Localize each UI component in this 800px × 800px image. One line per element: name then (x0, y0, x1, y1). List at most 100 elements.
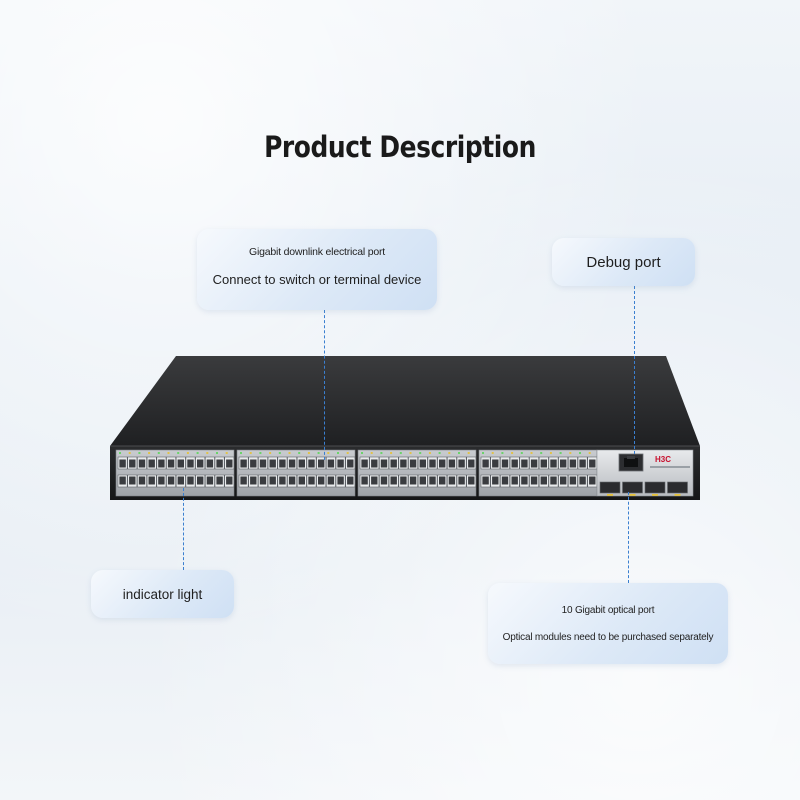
indicator-led (259, 452, 262, 454)
indicator-led (540, 452, 543, 454)
sfp-led (652, 494, 658, 496)
indicator-led (380, 452, 383, 454)
rj45-port-opening (501, 476, 509, 485)
indicator-led (278, 452, 281, 454)
rj45-port-opening (187, 476, 194, 485)
sfp-slot (599, 481, 621, 494)
indicator-led (467, 452, 470, 454)
rj45-port-opening (158, 476, 165, 485)
rj45-port-opening (298, 459, 305, 468)
indicator-led (269, 452, 272, 454)
rj45-port-opening (167, 459, 175, 468)
rj45-port-opening (259, 459, 267, 468)
rj45-port-opening (206, 459, 214, 468)
rj45-port-opening (318, 476, 325, 485)
rj45-port-opening (429, 476, 436, 485)
rj45-port-opening (390, 459, 397, 468)
rj45-port-opening (148, 459, 155, 468)
indicator-led (530, 452, 533, 454)
sfp-slots (599, 481, 688, 496)
indicator-led (579, 452, 581, 454)
rj45-port-opening (448, 459, 456, 468)
rj45-port-opening (419, 459, 426, 468)
indicator-led (128, 452, 131, 454)
sfp-slot (622, 481, 643, 494)
leader-line-debug (634, 286, 635, 454)
indicator-led (216, 452, 218, 454)
rj45-port-opening (560, 459, 567, 468)
indicator-led (399, 452, 402, 454)
rj45-port-opening (226, 476, 233, 485)
indicator-led (167, 452, 170, 454)
rj45-port-opening (308, 476, 315, 485)
rj45-port-opening (400, 476, 407, 485)
sfp-led (607, 494, 613, 496)
rj45-port-opening (511, 476, 518, 485)
indicator-led (317, 452, 320, 454)
indicator-led (148, 452, 151, 454)
rj45-port-opening (560, 476, 567, 485)
rj45-port-opening (409, 476, 417, 485)
rj45-port-opening (429, 459, 436, 468)
indicator-led (186, 452, 189, 454)
rj45-port-groups (115, 449, 598, 497)
rj45-port-opening (521, 459, 528, 468)
indicator-led (225, 452, 228, 454)
indicator-led (138, 452, 141, 454)
rj45-port-opening (279, 459, 286, 468)
indicator-led (438, 452, 441, 454)
rj45-port-opening (318, 459, 325, 468)
indicator-led (298, 452, 301, 454)
rj45-port-opening (129, 459, 136, 468)
rj45-port-opening (482, 476, 489, 485)
leader-line-indicator (183, 488, 184, 570)
rj45-port-opening (501, 459, 509, 468)
rj45-port-opening (468, 459, 475, 468)
indicator-led (390, 452, 393, 454)
rj45-port-opening (327, 476, 335, 485)
indicator-led (458, 452, 460, 454)
rj45-port-opening (138, 476, 146, 485)
indicator-led (549, 452, 552, 454)
brand-logo: H3C (655, 455, 671, 464)
rj45-port-opening (187, 459, 194, 468)
rj45-port-opening (308, 459, 315, 468)
rj45-port-opening (177, 476, 184, 485)
rj45-port-opening (259, 476, 267, 485)
rj45-port-opening (129, 476, 136, 485)
callout-gigabit-port: Gigabit downlink electrical port Connect… (197, 229, 437, 310)
rj45-port-opening (589, 476, 596, 485)
rj45-port-opening (216, 459, 223, 468)
rj45-port-opening (511, 459, 518, 468)
callout-indicator-light: indicator light (91, 570, 234, 618)
rj45-port-opening (380, 459, 388, 468)
rj45-port-opening (269, 459, 276, 468)
rj45-port-opening (250, 476, 257, 485)
callout-ten-gigabit-heading: 10 Gigabit optical port (561, 604, 655, 616)
sfp-led (629, 494, 636, 496)
indicator-led (491, 452, 494, 454)
callout-ten-gigabit-detail: Optical modules need to be purchased sep… (502, 631, 714, 643)
rj45-port-opening (347, 476, 354, 485)
rj45-port-opening (347, 459, 354, 468)
rj45-port-opening (550, 459, 557, 468)
rj45-port-opening (589, 459, 596, 468)
rj45-port-opening (288, 459, 296, 468)
rj45-port-opening (530, 476, 538, 485)
rj45-port-opening (579, 476, 586, 485)
rj45-port-opening (439, 459, 446, 468)
indicator-led (157, 452, 160, 454)
indicator-led (588, 452, 591, 454)
rj45-port-opening (216, 476, 223, 485)
rj45-port-opening (380, 476, 388, 485)
indicator-led (409, 452, 412, 454)
rj45-port-opening (240, 459, 247, 468)
rj45-port-opening (550, 476, 557, 485)
sfp-led (674, 494, 681, 496)
rj45-port-opening (540, 476, 547, 485)
rj45-port-opening (197, 476, 204, 485)
indicator-led (346, 452, 349, 454)
rj45-port-opening (361, 459, 368, 468)
rj45-port-opening (439, 476, 446, 485)
